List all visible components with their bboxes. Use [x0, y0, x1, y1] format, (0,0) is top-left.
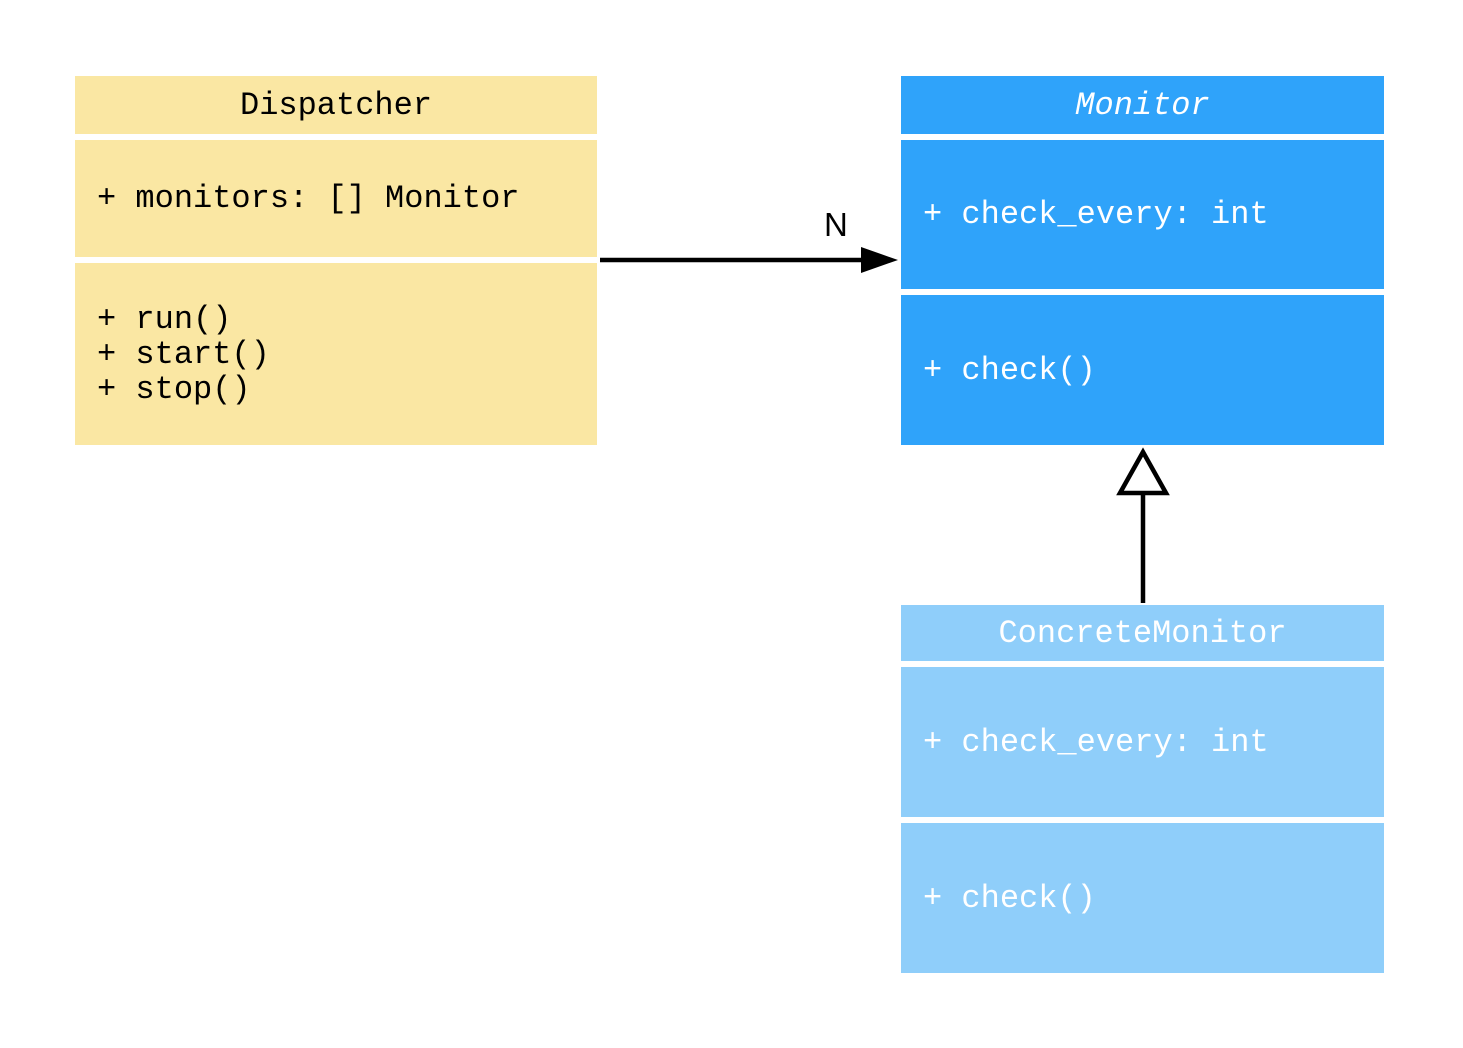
attribute-check-every: + check_every: int: [923, 196, 1269, 233]
class-methods-compartment: + check(): [901, 295, 1384, 445]
method-check: + check(): [923, 879, 1096, 917]
class-name-concrete-monitor: ConcreteMonitor: [998, 614, 1287, 652]
class-methods-compartment: + run() + start() + stop(): [75, 263, 597, 445]
class-title-compartment: Dispatcher: [75, 76, 597, 134]
class-name-dispatcher: Dispatcher: [239, 86, 433, 124]
method-run: + run(): [97, 300, 232, 338]
class-methods-compartment: + check(): [901, 823, 1384, 973]
class-title-compartment: ConcreteMonitor: [901, 605, 1384, 661]
method-start: + start(): [97, 335, 270, 373]
class-box-dispatcher: Dispatcher + monitors: [] Monitor + run(…: [75, 76, 597, 445]
generalization-arrow-concretemonitor-monitor: [1116, 447, 1170, 603]
class-name-monitor: Monitor: [1075, 86, 1210, 124]
class-box-monitor: Monitor + check_every: int + check(): [901, 76, 1384, 445]
method-check: + check(): [923, 351, 1096, 389]
class-attributes-compartment: + monitors: [] Monitor: [75, 140, 597, 257]
class-box-concrete-monitor: ConcreteMonitor + check_every: int + che…: [901, 605, 1384, 973]
class-title-compartment: Monitor: [901, 76, 1384, 134]
hollow-triangle-arrowhead-icon: [1116, 447, 1170, 496]
attribute-monitors: + monitors: [] Monitor: [97, 180, 520, 217]
class-attributes-compartment: + check_every: int: [901, 140, 1384, 289]
association-multiplicity-label: N: [824, 206, 848, 243]
attribute-check-every: + check_every: int: [923, 723, 1269, 761]
association-arrow-dispatcher-monitor: [600, 247, 898, 273]
method-stop: + stop(): [97, 370, 251, 408]
filled-arrowhead-icon: [861, 247, 898, 273]
class-attributes-compartment: + check_every: int: [901, 667, 1384, 817]
